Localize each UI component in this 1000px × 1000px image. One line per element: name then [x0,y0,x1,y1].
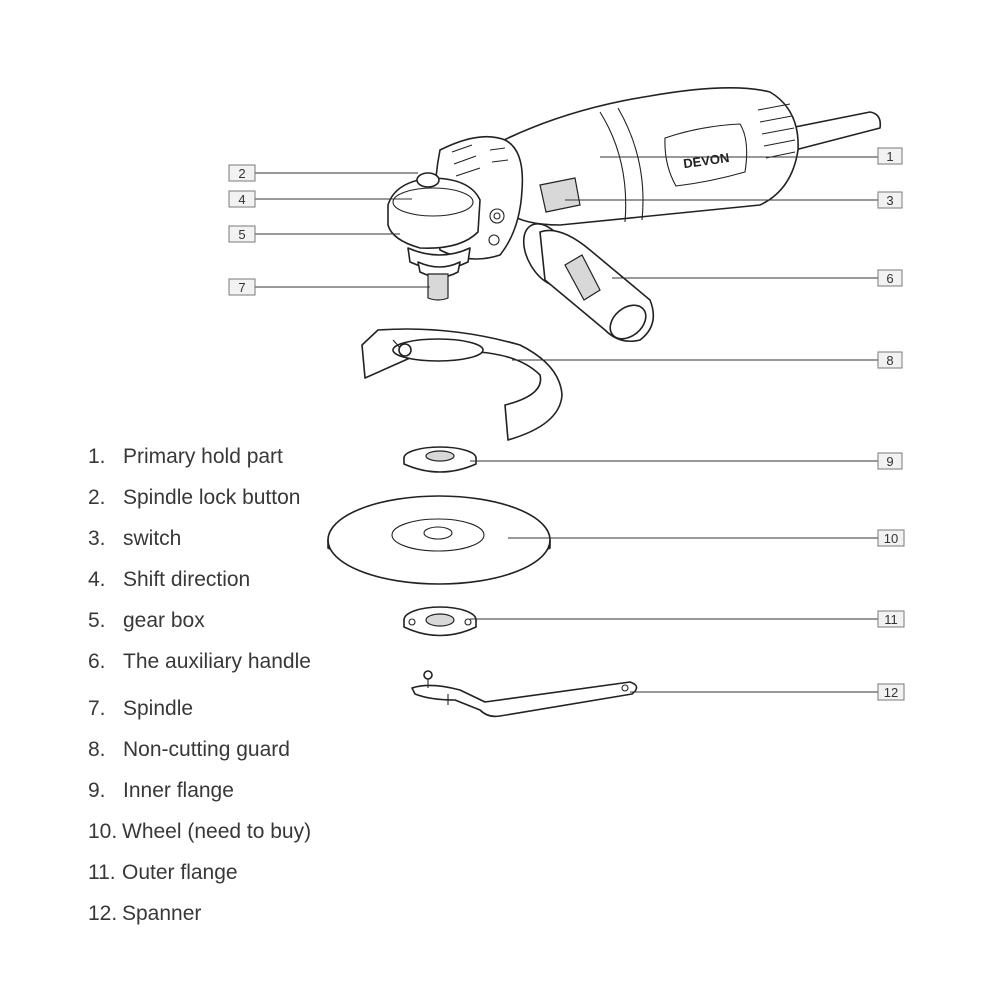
callout-9: 9 [877,452,903,470]
legend-item: 3. switch [88,518,328,559]
callout-number: 11 [884,612,898,627]
legend-item: 9. Inner flange [88,770,328,811]
legend-number: 9. [88,779,106,802]
legend-number: 4. [88,568,106,591]
legend-item: 7. Spindle [88,688,328,729]
parts-legend: 1. Primary hold part 2. Spindle lock butto… [88,436,328,934]
callout-10: 10 [877,529,905,547]
callout-1: 1 [877,147,903,165]
callout-number: 2 [238,166,245,181]
legend-number: 1. [88,445,106,468]
callout-number: 6 [886,271,893,286]
callout-5: 5 [228,225,256,243]
legend-item: 5. gear box [88,600,328,641]
legend-number: 2. [88,486,106,509]
legend-item: 12.Spanner [88,893,328,934]
callout-2: 2 [228,164,256,182]
legend-number: 7. [88,697,106,720]
inner-flange-icon [403,446,477,473]
non-cutting-guard-icon [361,328,563,441]
legend-number: 8. [88,738,106,761]
legend-label: Non-cutting guard [123,738,290,761]
legend-label: Outer flange [122,861,238,884]
auxiliary-handle-icon [522,223,655,343]
legend-number: 12. [88,902,118,925]
callout-number: 1 [886,149,893,164]
legend-item: 1. Primary hold part [88,436,328,477]
legend-label: gear box [123,609,205,632]
legend-item: 10.Wheel (need to buy) [88,811,328,852]
callout-12: 12 [877,683,905,701]
callout-6: 6 [877,269,903,287]
legend-number: 5. [88,609,106,632]
callout-number: 5 [238,227,245,242]
legend-number: 10. [88,820,118,843]
callout-8: 8 [877,351,903,369]
leader-lines [255,156,878,693]
legend-item: 8. Non-cutting guard [88,729,328,770]
legend-label: Inner flange [123,779,234,802]
callout-number: 4 [238,192,245,207]
callout-number: 9 [886,454,893,469]
switch-icon [539,177,581,213]
legend-number: 3. [88,527,106,550]
callout-number: 12 [884,685,898,700]
brand-label: DEVON [682,150,730,171]
spanner-icon [411,670,638,718]
callout-11: 11 [877,610,905,628]
legend-item: 2. Spindle lock button [88,477,328,518]
legend-number: 11. [88,861,116,884]
spindle-icon [427,273,449,301]
legend-label: Primary hold part [123,445,283,468]
legend-item: 11. Outer flange [88,852,328,893]
angle-grinder-body: DEVON [387,87,882,343]
callout-number: 7 [238,280,245,295]
callout-4: 4 [228,190,256,208]
legend-label: Shift direction [123,568,251,591]
wheel-icon [327,495,551,585]
callout-number: 8 [886,353,893,368]
callout-3: 3 [877,191,903,209]
legend-number: 6. [88,650,106,673]
legend-item: 4. Shift direction [88,559,328,600]
legend-label: switch [123,527,182,550]
legend-item: 6. The auxiliary handle [88,641,328,682]
outer-flange-icon [403,606,477,637]
legend-label: The auxiliary handle [123,650,311,673]
legend-label: Spanner [122,902,202,925]
callout-number: 10 [884,531,898,546]
legend-label: Spindle [123,697,194,720]
callout-number: 3 [886,193,893,208]
spindle-lock-icon [416,172,440,188]
legend-label: Wheel (need to buy) [122,820,312,843]
legend-label: Spindle lock button [123,486,301,509]
callout-7: 7 [228,278,256,296]
